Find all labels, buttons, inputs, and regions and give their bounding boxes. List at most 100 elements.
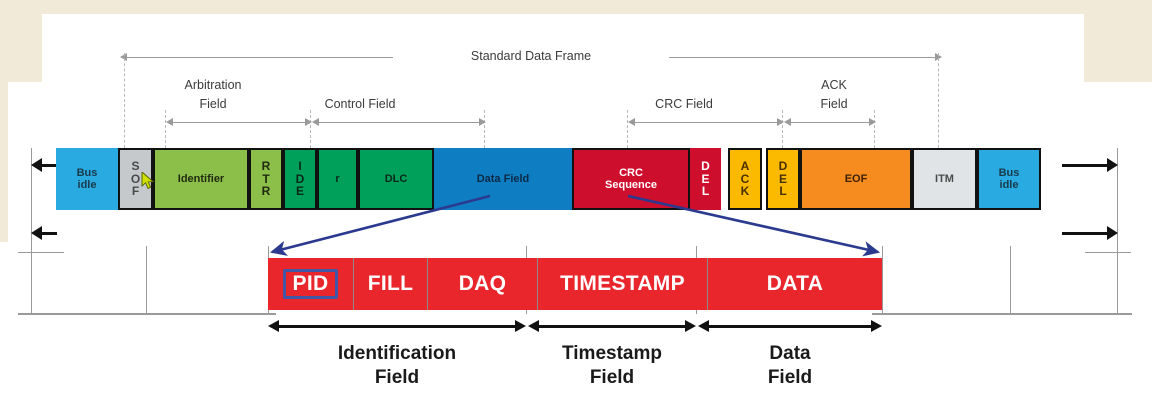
bracket-arrow-control [312,118,486,127]
payload-segment-label: TIMESTAMP [560,272,685,295]
frame-segment-line: D [295,171,305,186]
frame-segment-line: D [778,159,788,174]
frame-segment-line: Sequence [605,179,657,191]
frame-segment-line: K [740,184,750,199]
payload-segment-data[interactable]: DATA [708,258,882,310]
frame-segment-line: T [262,171,270,186]
payload-segment-label: DAQ [458,272,507,295]
arrow-head-left [166,118,173,126]
bracket-label-crc: CRC Field [655,97,713,111]
baseline-left [18,313,276,315]
frame-segment-line: CRC [619,166,643,179]
frame-segment-line: A [740,159,750,174]
standard-data-frame-label: Standard Data Frame [393,49,669,63]
bracket-arrow-ack [784,118,876,127]
payload-segment-label: FILL [367,272,414,295]
arrow-head-right [1107,158,1118,172]
frame-segment-r[interactable]: r [317,148,358,210]
mouse-pointer-icon [141,172,155,190]
frame-segment-line: L [779,184,787,199]
frame-segment-line: R [261,184,271,199]
payload-segment-fill[interactable]: FILL [354,258,428,310]
payload-bracket-timestamp [528,320,696,333]
arrow-head-left [698,320,709,332]
payload-segment-pid[interactable]: PID [268,258,354,310]
frame-segment-line: Data Field [476,172,530,185]
span-line [706,325,874,328]
page-border-left-strip [0,82,8,242]
page-border-top [0,0,1152,14]
bracket-label-ack-line1: ACK [821,78,847,92]
frame-segment-line: Bus [998,166,1020,179]
frame-segment-line: E [778,171,787,186]
span-line [536,325,688,328]
payload-bracket-label-identification-line1: Identification [337,343,457,364]
payload-bracket-identification [268,320,526,333]
arrow-line [40,163,57,167]
guide-ack-end [874,110,875,153]
frame-segment-dlc[interactable]: DLC [358,148,434,210]
frame-segment-line: S [131,159,140,174]
left-guide-rail-lower [31,246,32,314]
arrow-head-right [869,118,876,126]
payload-bracket-data [698,320,882,333]
left-guide-rail [31,148,32,246]
span-line [318,122,480,123]
frame-segment-identifier[interactable]: Identifier [153,148,249,210]
frame-segment-line: r [335,172,340,185]
left-tick [18,252,64,253]
frame-segment-data-field[interactable]: Data Field [434,148,572,210]
payload-bracket-label-data-line2: Field [767,367,813,388]
arrow-line [1062,231,1109,235]
arrow-line [1062,163,1109,167]
span-line [790,122,870,123]
arrow-head-left [312,118,319,126]
frame-segment-itm[interactable]: ITM [912,148,977,210]
payload-segment-timestamp[interactable]: TIMESTAMP [538,258,708,310]
frame-segment-line: Bus [76,166,98,179]
bus-idle-arrow-right-top [1062,158,1118,172]
arrow-head-right [871,320,882,332]
frame-segment-line: D [701,159,710,174]
arrow-head-right [685,320,696,332]
guide-frame-end [938,53,939,153]
payload-segment-daq[interactable]: DAQ [428,258,538,310]
arrow-head-right [515,320,526,332]
frame-segment-label: EOF [845,173,868,186]
arrow-head-right [1107,226,1118,240]
guide-crc-end [782,110,783,153]
span-line [276,325,518,328]
arrow-head-right [777,118,784,126]
payload-bracket-label-data-line1: Data [769,343,811,364]
payload-segment-label: DATA [766,272,824,295]
bus-idle-arrow-left-top [31,158,57,172]
bracket-arrow-crc [628,118,784,127]
right-guide-rail [1117,148,1118,246]
arrow-head-left [120,53,127,61]
frame-segment-eof[interactable]: EOF [800,148,912,210]
frame-segment-line: idle [77,179,97,191]
bus-idle-arrow-right-bottom [1062,226,1118,240]
arrow-head-right [305,118,312,126]
frame-segment-label: Identifier [178,173,224,186]
right-tick [1085,252,1131,253]
arrow-head-left [528,320,539,332]
frame-segment-line: DLC [384,172,408,185]
frame-segment-label: DLC [385,173,408,186]
